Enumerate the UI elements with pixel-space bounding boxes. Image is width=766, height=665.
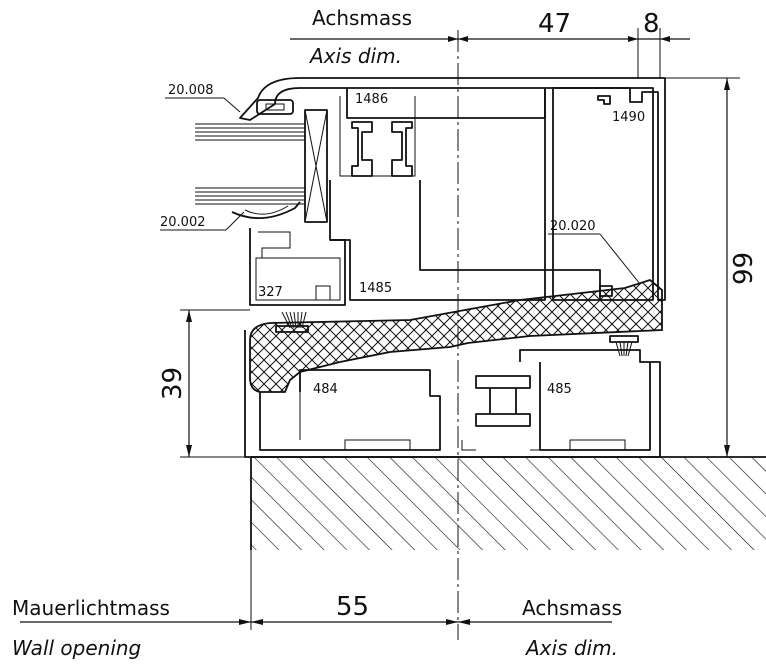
wall-hatch [250,456,766,550]
dim-39-lines [180,309,250,458]
bottom-dimensions [20,550,612,630]
bottom-axis-label-en: Axis dim. [524,636,618,660]
top-axis-label-en: Axis dim. [308,44,402,68]
leader-20008-arrow [223,97,241,113]
part-327: 327 [258,285,283,300]
insulation-20020 [249,278,663,393]
sash-profile-1486 [329,87,654,301]
glazing-bead-top [239,77,666,301]
top-dimensions [290,28,690,78]
glazing-bead-bottom [231,201,301,220]
brush-seal-right [609,335,639,357]
dim-55-label: 55 [336,592,369,622]
frame-profile-485 [539,362,651,451]
part-20020: 20.020 [550,219,596,234]
clip-1490 [597,95,613,297]
part-1485: 1485 [359,281,392,296]
part-1490: 1490 [612,110,645,125]
thermal-break-upper [351,121,413,177]
glass-pane [195,109,328,223]
frame-profile-327 [249,228,346,306]
top-axis-label-de: Achsmass [312,6,412,30]
part-20002: 20.002 [160,215,206,230]
thermal-break-lower [461,375,540,451]
part-1486: 1486 [355,92,388,107]
leader-20020-arrow [599,233,641,285]
wall-opening-label-de: Mauerlichtmass [12,596,170,620]
bottom-axis-label-de: Achsmass [522,596,622,620]
dim-8-label: 8 [643,9,660,39]
leader-20002-arrow [225,211,245,231]
dim-99-label: 99 [729,252,759,285]
dim-99-lines [660,77,740,458]
wall-opening-label-en: Wall opening [12,636,141,660]
part-485: 485 [547,382,572,397]
part-20008: 20.008 [168,83,214,98]
dim-39-label: 39 [158,367,188,400]
brush-seal-left [275,311,309,333]
dim-47-label: 47 [538,9,571,39]
part-484: 484 [313,382,338,397]
